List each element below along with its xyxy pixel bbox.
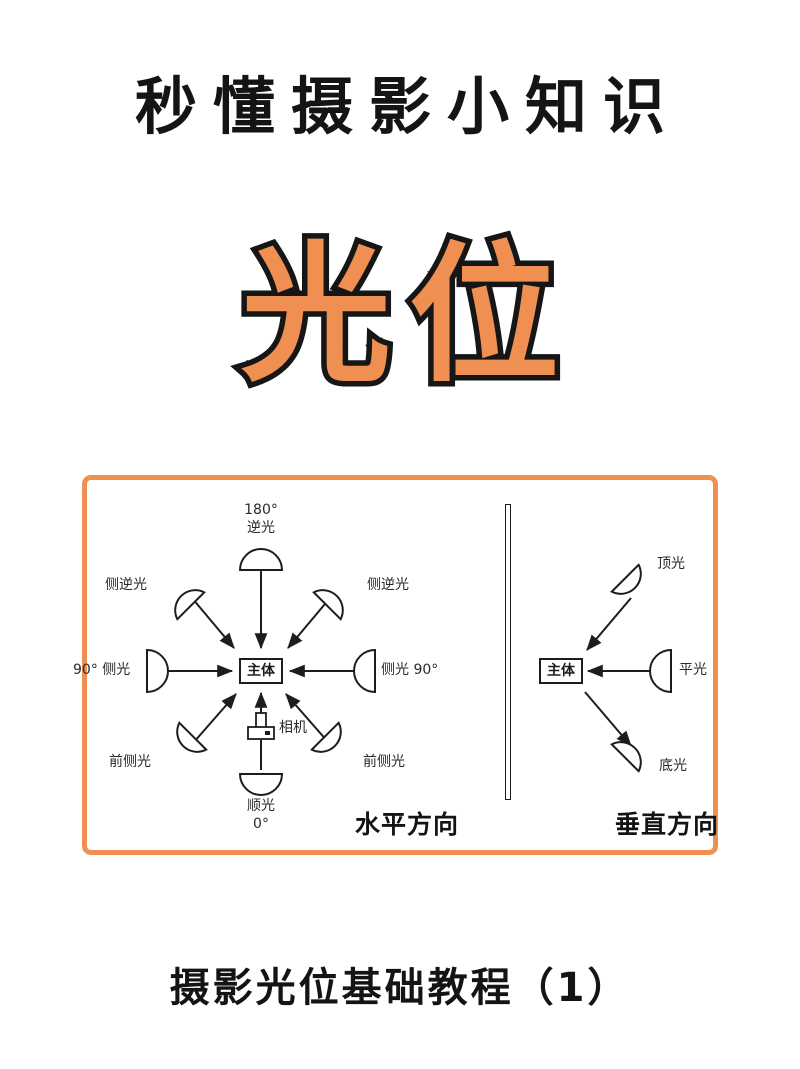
vertical-subject-box: 主体 xyxy=(539,658,583,684)
label-camera: 相机 xyxy=(279,720,307,736)
label-front-side-right: 前侧光 xyxy=(363,754,405,770)
vertical-divider-icon xyxy=(505,504,511,800)
light-front-side-right-icon xyxy=(310,721,355,766)
light-side-90-left-icon xyxy=(145,648,169,694)
label-top-light: 顶光 xyxy=(657,556,685,572)
light-back-180-icon xyxy=(238,548,284,572)
label-side-back-left: 侧逆光 xyxy=(105,577,147,593)
vertical-arrows xyxy=(505,480,713,810)
label-front-light-angle: 0° xyxy=(253,815,269,832)
light-front-side-left-icon xyxy=(163,721,208,766)
camera-icon xyxy=(247,712,275,751)
label-front-light-name: 顺光 xyxy=(247,798,275,814)
horizontal-subject-box: 主体 xyxy=(239,658,283,684)
hero-title: 光位 xyxy=(235,227,577,406)
light-side-back-right-icon xyxy=(312,576,357,621)
label-bottom-light: 底光 xyxy=(659,758,687,774)
label-back-light: 180° 逆光 xyxy=(239,502,283,537)
horizontal-arrows xyxy=(87,480,505,810)
label-side-90-left: 90° 侧光 xyxy=(73,662,131,678)
light-bottom-icon xyxy=(610,728,655,773)
footer-caption: 摄影光位基础教程（1） xyxy=(169,965,631,1011)
light-flat-icon xyxy=(649,648,673,694)
page-title: 秒懂摄影小知识 xyxy=(134,70,681,143)
label-back-light-angle: 180° xyxy=(244,502,278,518)
light-top-icon xyxy=(610,563,655,608)
diagram-canvas: 主体 xyxy=(73,480,718,850)
label-front-side-left: 前侧光 xyxy=(109,754,151,770)
label-side-90-right: 侧光 90° xyxy=(381,662,439,678)
light-side-back-left-icon xyxy=(161,576,206,621)
diagram-card: 主体 xyxy=(73,475,718,855)
label-side-back-right: 侧逆光 xyxy=(367,577,409,593)
label-back-light-name: 逆光 xyxy=(247,519,275,536)
label-front-light: 顺光 0° xyxy=(239,798,283,833)
section-label-horizontal: 水平方向 xyxy=(355,810,460,839)
light-side-90-right-icon xyxy=(353,648,377,694)
section-label-vertical: 垂直方向 xyxy=(615,810,720,839)
label-flat-light: 平光 xyxy=(679,662,707,678)
light-front-0-icon xyxy=(238,772,284,796)
